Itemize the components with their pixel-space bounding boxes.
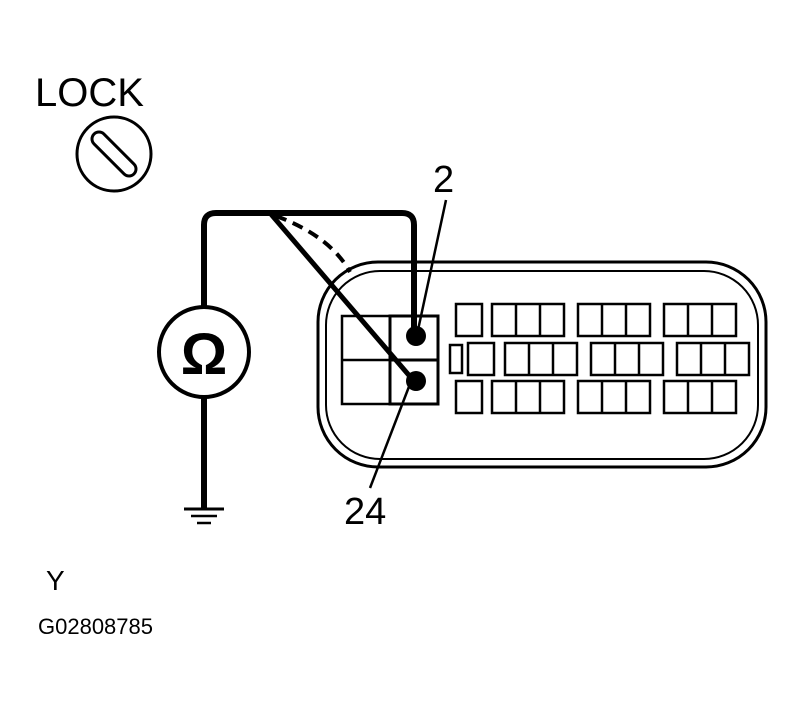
lead-to-terminal-2 (201, 210, 417, 332)
ohm-symbol: Ω (181, 322, 228, 387)
cavity-row-bottom (454, 379, 738, 415)
terminal-2-label: 2 (433, 159, 454, 201)
figure-code: G02808785 (38, 614, 153, 639)
terminal-24-cavity (388, 358, 440, 406)
terminal-24-leader (368, 383, 412, 489)
ohmmeter-icon: Ω (157, 305, 251, 399)
cavity-row-top (454, 302, 738, 338)
connector-inner-shell (325, 270, 759, 460)
terminal-2-probe (406, 326, 426, 346)
terminal-24-label: 24 (344, 491, 386, 533)
terminal-24-probe (406, 371, 426, 391)
view-letter: Y (46, 565, 65, 596)
ground-icon (184, 507, 224, 525)
ignition-key-lock-icon (75, 115, 153, 193)
connector-outer-shell (316, 260, 768, 469)
highlighted-terminals (388, 314, 440, 406)
ecu-connector (316, 260, 768, 469)
terminal-2-leader (416, 199, 448, 331)
cavity-row-middle (448, 341, 751, 377)
lock-label: LOCK (35, 71, 144, 115)
left-cavity-block (340, 314, 392, 406)
